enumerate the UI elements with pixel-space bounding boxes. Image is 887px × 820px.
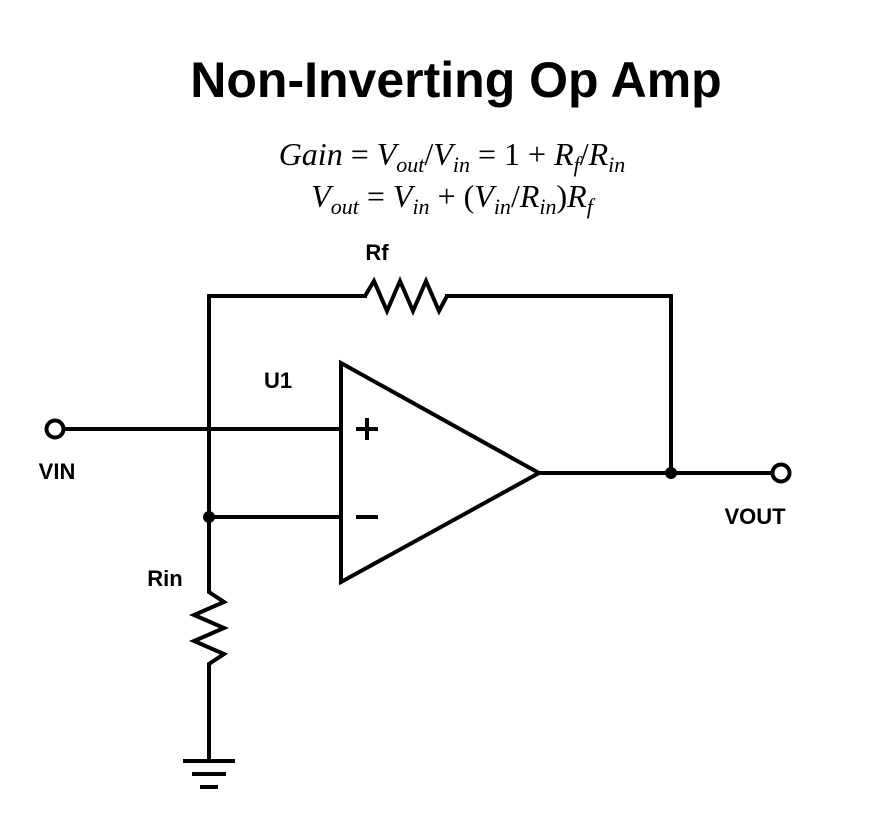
plus-sign-icon — [356, 418, 378, 440]
eq2-equals: = — [359, 178, 393, 214]
eq2-in-sub-2: in — [494, 194, 511, 219]
eq1-equals: = — [343, 136, 377, 172]
rin-label: Rin — [147, 566, 182, 591]
eq2-v2: V — [393, 178, 416, 214]
eq1-r2: R — [588, 136, 609, 172]
feedback-wire-left — [207, 294, 367, 517]
eq1-r: R — [553, 136, 574, 172]
vout-equation: Vout = Vin + (Vin/Rin)Rf — [311, 178, 596, 219]
eq1-slash: / — [424, 136, 433, 172]
diagram-title: Non-Inverting Op Amp — [190, 52, 721, 108]
eq2-v3: V — [474, 178, 497, 214]
eq1-v2: V — [433, 136, 456, 172]
eq2-out-sub: out — [331, 194, 360, 219]
eq2-close: ) — [557, 178, 568, 214]
ground-icon — [183, 759, 235, 789]
eq1-out-sub: out — [396, 152, 425, 177]
eq1-in-sub-2: in — [608, 152, 625, 177]
eq2-plus: + ( — [430, 178, 475, 214]
u1-label: U1 — [264, 368, 292, 393]
rin-resistor — [188, 585, 230, 668]
eq1-slash-2: / — [580, 136, 589, 172]
eq1-equals-2: = 1 + — [470, 136, 554, 172]
vout-label: VOUT — [724, 504, 786, 529]
eq2-v: V — [311, 178, 334, 214]
vin-label: VIN — [39, 459, 76, 484]
opamp-u1 — [339, 359, 544, 586]
eq2-r2: R — [566, 178, 587, 214]
feedback-wire-right — [445, 294, 673, 473]
output-junction-dot — [665, 467, 677, 479]
gain-equation: Gain = Vout/Vin = 1 + Rf/Rin — [279, 136, 626, 177]
rf-resistor — [363, 275, 449, 317]
vin-terminal — [44, 418, 66, 440]
eq2-slash: / — [511, 178, 520, 214]
eq1-gain: Gain — [279, 136, 343, 172]
eq2-f-sub: f — [587, 194, 596, 219]
eq2-in-sub-3: in — [539, 194, 556, 219]
eq1-f-sub: f — [574, 152, 583, 177]
eq1-v: V — [377, 136, 400, 172]
eq2-in-sub: in — [412, 194, 429, 219]
eq1-in-sub: in — [453, 152, 470, 177]
eq2-r: R — [519, 178, 540, 214]
rf-label: Rf — [365, 240, 389, 265]
vout-terminal — [770, 462, 792, 484]
